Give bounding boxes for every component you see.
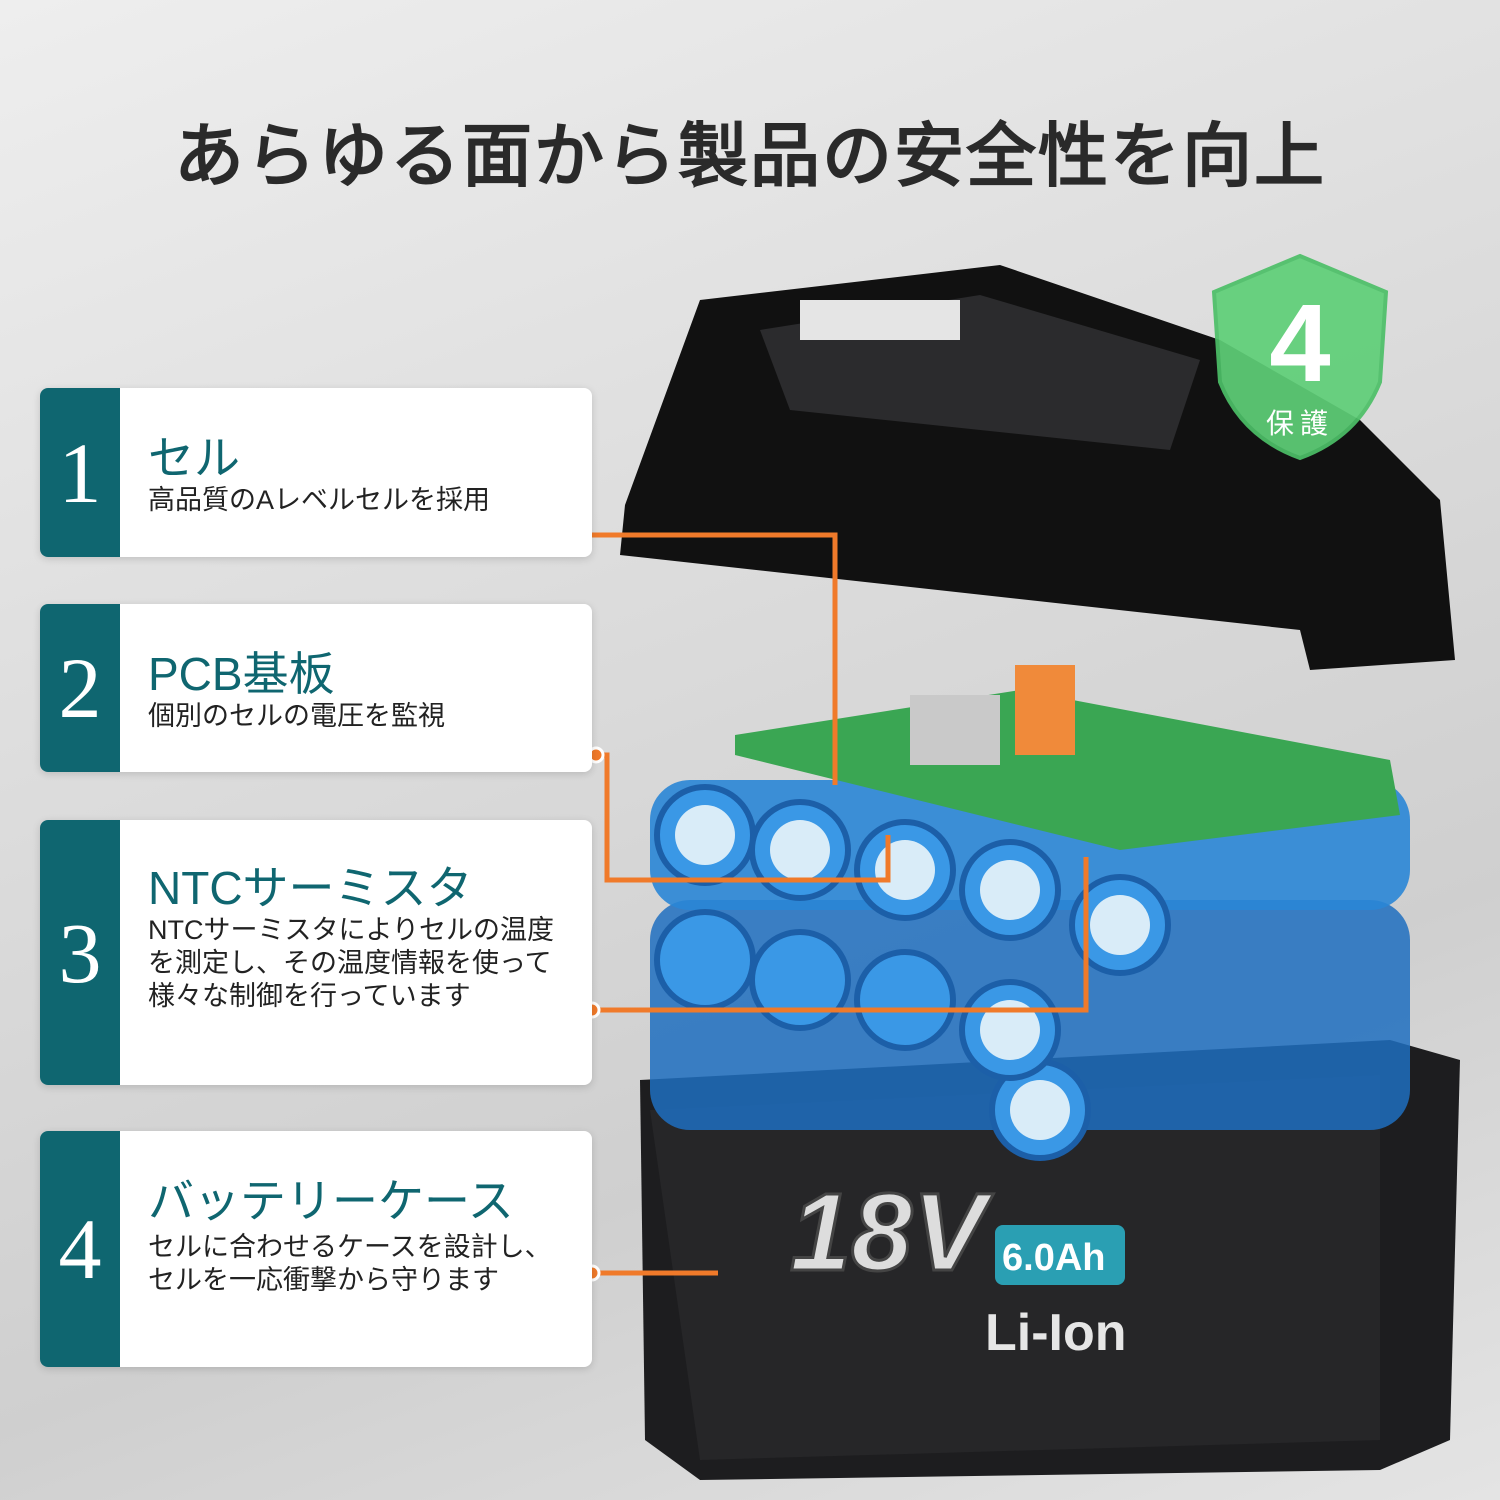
feature-description: セルに合わせるケースを設計し、セルを一応衝撃から守ります	[148, 1232, 552, 1295]
feature-card-cell: 1 セル 高品質のAレベルセルを採用	[40, 388, 592, 557]
callout-line-2	[596, 752, 891, 883]
chemistry-label: Li-Ion	[985, 1304, 1127, 1362]
badge-label: 保護	[1265, 408, 1334, 439]
callout-line-3	[592, 857, 1089, 1013]
voltage-label: 18V	[790, 1171, 994, 1294]
feature-card-pcb: 2 PCB基板 個別のセルの電圧を監視	[40, 604, 592, 772]
protection-badge: 4 保護	[1208, 252, 1392, 462]
feature-heading: PCB基板	[148, 648, 335, 700]
shield-icon	[1211, 253, 1389, 461]
feature-description: NTCサーミスタによりセルの温度を測定し、その温度情報を使って様々な制御を行って…	[148, 915, 554, 1011]
page-title: あらゆる面から製品の安全性を向上	[174, 117, 1326, 195]
feature-heading: セル	[148, 432, 240, 484]
callout-line-1	[578, 532, 838, 785]
capacity-label: 6.0Ah	[1002, 1237, 1105, 1279]
feature-number: 4	[40, 1131, 120, 1367]
feature-number: 3	[40, 820, 120, 1085]
feature-heading: NTCサーミスタ	[148, 862, 473, 914]
feature-description: 高品質のAレベルセルを採用	[148, 485, 491, 515]
battery-illustration: 18V 6.0Ah Li-Ion	[620, 265, 1460, 1480]
feature-description: 個別のセルの電圧を監視	[148, 701, 445, 731]
feature-card-ntc: 3 NTCサーミスタ NTCサーミスタによりセルの温度を測定し、その温度情報を使…	[40, 820, 592, 1085]
badge-number: 4	[1269, 282, 1331, 405]
feature-card-case: 4 バッテリーケース セルに合わせるケースを設計し、セルを一応衝撃から守ります	[40, 1131, 592, 1367]
feature-heading: バッテリーケース	[148, 1175, 514, 1227]
feature-number: 2	[40, 604, 120, 772]
feature-number: 1	[40, 388, 120, 557]
pcb-board	[735, 690, 1400, 850]
